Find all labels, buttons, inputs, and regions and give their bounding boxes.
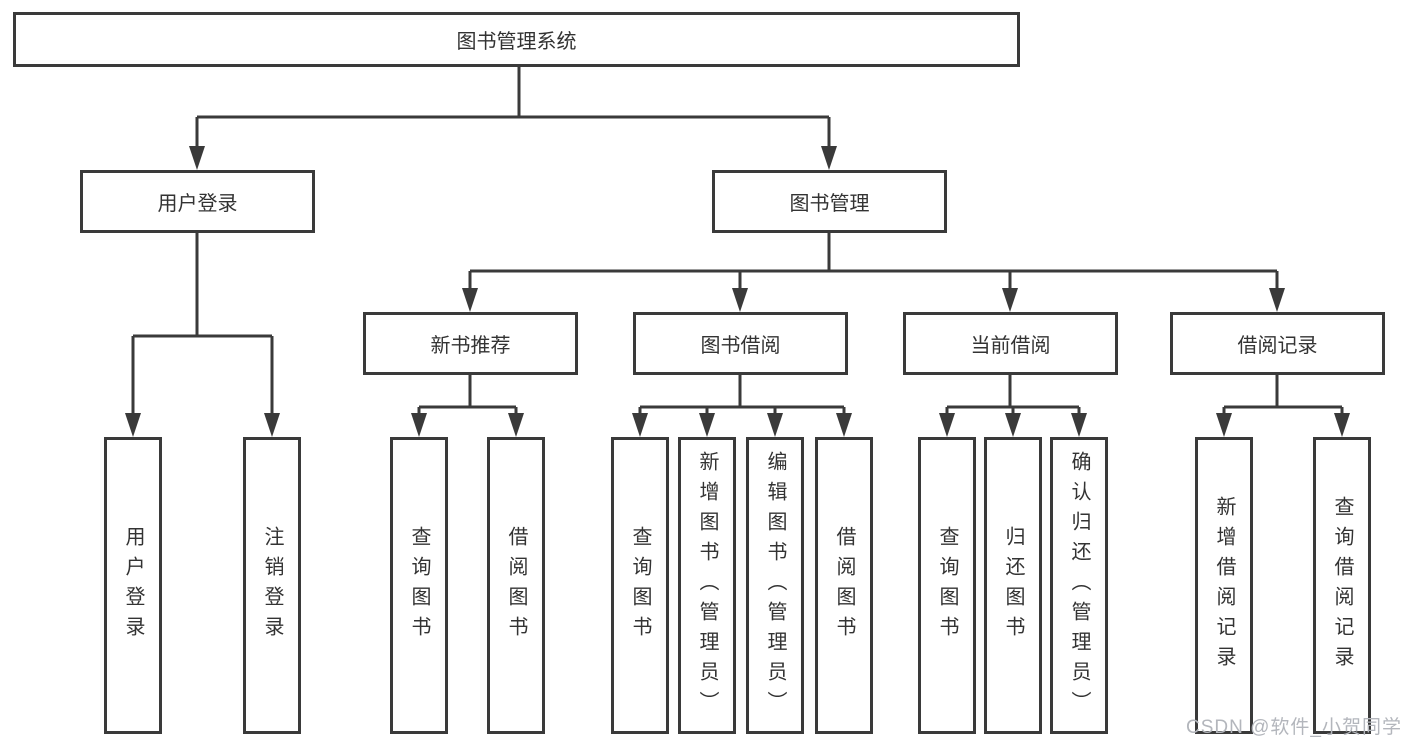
arrowhead (699, 413, 715, 437)
leaf-logout: 注销登录 (243, 437, 301, 734)
leaf-logout-label: 注销登录 (261, 525, 283, 646)
arrowhead (632, 413, 648, 437)
leaf-return-book: 归还图书 (984, 437, 1042, 734)
node-current-borrow: 当前借阅 (903, 312, 1118, 375)
leaf-edit-book-admin: 编辑图书（管理员） (746, 437, 804, 734)
leaf-query-books-borrow-label: 查询图书 (629, 525, 651, 646)
arrowhead (836, 413, 852, 437)
leaf-query-books-recommend: 查询图书 (390, 437, 448, 734)
leaf-add-borrow-record-label: 新增借阅记录 (1213, 495, 1235, 676)
node-borrow-records-label: 借阅记录 (1237, 335, 1318, 357)
node-user-login: 用户登录 (80, 170, 315, 233)
arrowhead (125, 413, 141, 437)
node-root: 图书管理系统 (13, 12, 1020, 67)
leaf-borrow-books-recommend: 借阅图书 (487, 437, 545, 734)
arrowhead (1216, 413, 1232, 437)
leaf-query-borrow-record-label: 查询借阅记录 (1331, 495, 1353, 676)
leaf-edit-book-admin-label: 编辑图书（管理员） (764, 450, 786, 721)
node-root-label: 图书管理系统 (456, 31, 577, 53)
leaf-query-books-current-label: 查询图书 (936, 525, 958, 646)
connector-borrow-records-children (1216, 375, 1350, 437)
arrowhead (821, 146, 837, 170)
node-book-management-label: 图书管理 (789, 193, 870, 215)
connector-book-borrow-children (632, 375, 852, 437)
node-user-login-label: 用户登录 (157, 193, 238, 215)
leaf-confirm-return-admin: 确认归还（管理员） (1050, 437, 1108, 734)
node-new-book-recommend-label: 新书推荐 (430, 335, 511, 357)
arrowhead (411, 413, 427, 437)
leaf-add-book-admin: 新增图书（管理员） (678, 437, 736, 734)
arrowhead (1071, 413, 1087, 437)
node-book-borrow-label: 图书借阅 (700, 335, 781, 357)
leaf-query-borrow-record: 查询借阅记录 (1313, 437, 1371, 734)
arrowhead (939, 413, 955, 437)
connector-book-management-children (462, 233, 1285, 312)
leaf-query-books-recommend-label: 查询图书 (408, 525, 430, 646)
arrowhead (767, 413, 783, 437)
arrowhead (1005, 413, 1021, 437)
arrowhead (1002, 288, 1018, 312)
arrowhead (1269, 288, 1285, 312)
leaf-query-books-borrow: 查询图书 (611, 437, 669, 734)
leaf-confirm-return-admin-label: 确认归还（管理员） (1068, 450, 1090, 721)
arrowhead (508, 413, 524, 437)
leaf-add-borrow-record: 新增借阅记录 (1195, 437, 1253, 734)
connector-new-book-recommend-children (411, 375, 524, 437)
node-borrow-records: 借阅记录 (1170, 312, 1385, 375)
leaf-user-login: 用户登录 (104, 437, 162, 734)
leaf-query-books-current: 查询图书 (918, 437, 976, 734)
arrowhead (1334, 413, 1350, 437)
csdn-watermark: CSDN @软件_小贺同学 (1186, 717, 1402, 738)
arrowhead (732, 288, 748, 312)
node-current-borrow-label: 当前借阅 (970, 335, 1051, 357)
node-book-management: 图书管理 (712, 170, 947, 233)
connector-user-login-children (125, 233, 280, 437)
arrowhead (264, 413, 280, 437)
leaf-return-book-label: 归还图书 (1002, 525, 1024, 646)
connector-root-to-level2 (189, 67, 837, 170)
leaf-user-login-label: 用户登录 (122, 525, 144, 646)
node-book-borrow: 图书借阅 (633, 312, 848, 375)
arrowhead (462, 288, 478, 312)
arrowhead (189, 146, 205, 170)
leaf-add-book-admin-label: 新增图书（管理员） (696, 450, 718, 721)
leaf-borrow-books-label: 借阅图书 (833, 525, 855, 646)
leaf-borrow-books-recommend-label: 借阅图书 (505, 525, 527, 646)
node-new-book-recommend: 新书推荐 (363, 312, 578, 375)
connector-current-borrow-children (939, 375, 1087, 437)
leaf-borrow-books: 借阅图书 (815, 437, 873, 734)
